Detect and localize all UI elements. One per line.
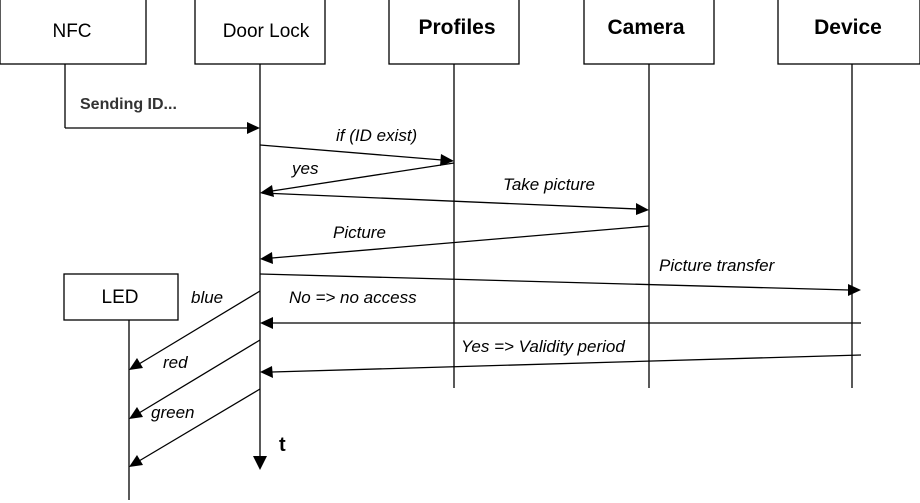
no-access-arrowhead [260,317,273,329]
yes-label: yes [291,159,319,178]
picture-transfer-arrow [259,273,850,291]
picture-arrow [271,225,650,259]
sending-id-arrowhead [247,122,260,134]
red-arrow [138,339,261,414]
red-label: red [163,353,188,372]
profiles-box [388,0,520,65]
door-lock-box [194,0,326,65]
time-axis-label: t [279,434,286,456]
led-label: LED [102,287,139,308]
validity-period-arrow [271,354,862,373]
picture-arrowhead [260,252,273,264]
validity-period-arrowhead [260,366,273,378]
picture-transfer-arrowhead [848,284,861,296]
door-lock-label: Door Lock [223,21,310,42]
take-picture-label: Take picture [503,175,595,194]
validity-period-label: Yes => Validity period [461,337,625,356]
sending-id-label: Sending ID... [80,96,177,113]
yes-arrowhead [260,185,274,197]
camera-box [583,0,715,65]
take-picture-arrow [261,192,638,210]
camera-label: Camera [607,16,684,39]
nfc-box [0,0,147,65]
green-label: green [151,403,194,422]
led-box [63,273,179,321]
blue-label: blue [191,288,223,307]
blue-arrow [138,290,261,365]
nfc-label: NFC [52,21,91,42]
if-id-exist-arrowhead [440,154,454,166]
device-box [777,0,920,65]
red-arrowhead [129,407,143,419]
picture-transfer-label: Picture transfer [659,256,776,275]
time-arrowhead [253,456,267,470]
yes-arrow [271,162,455,192]
if-id-exist-arrow [259,144,443,161]
green-arrowhead [129,455,143,467]
green-arrow [138,388,261,462]
picture-label: Picture [333,223,386,242]
if-id-exist-label: if (ID exist) [336,126,417,145]
profiles-label: Profiles [418,16,495,39]
device-label: Device [814,16,882,39]
no-access-label: No => no access [289,288,417,307]
take-picture-arrowhead [636,203,649,215]
blue-arrowhead [129,358,143,370]
